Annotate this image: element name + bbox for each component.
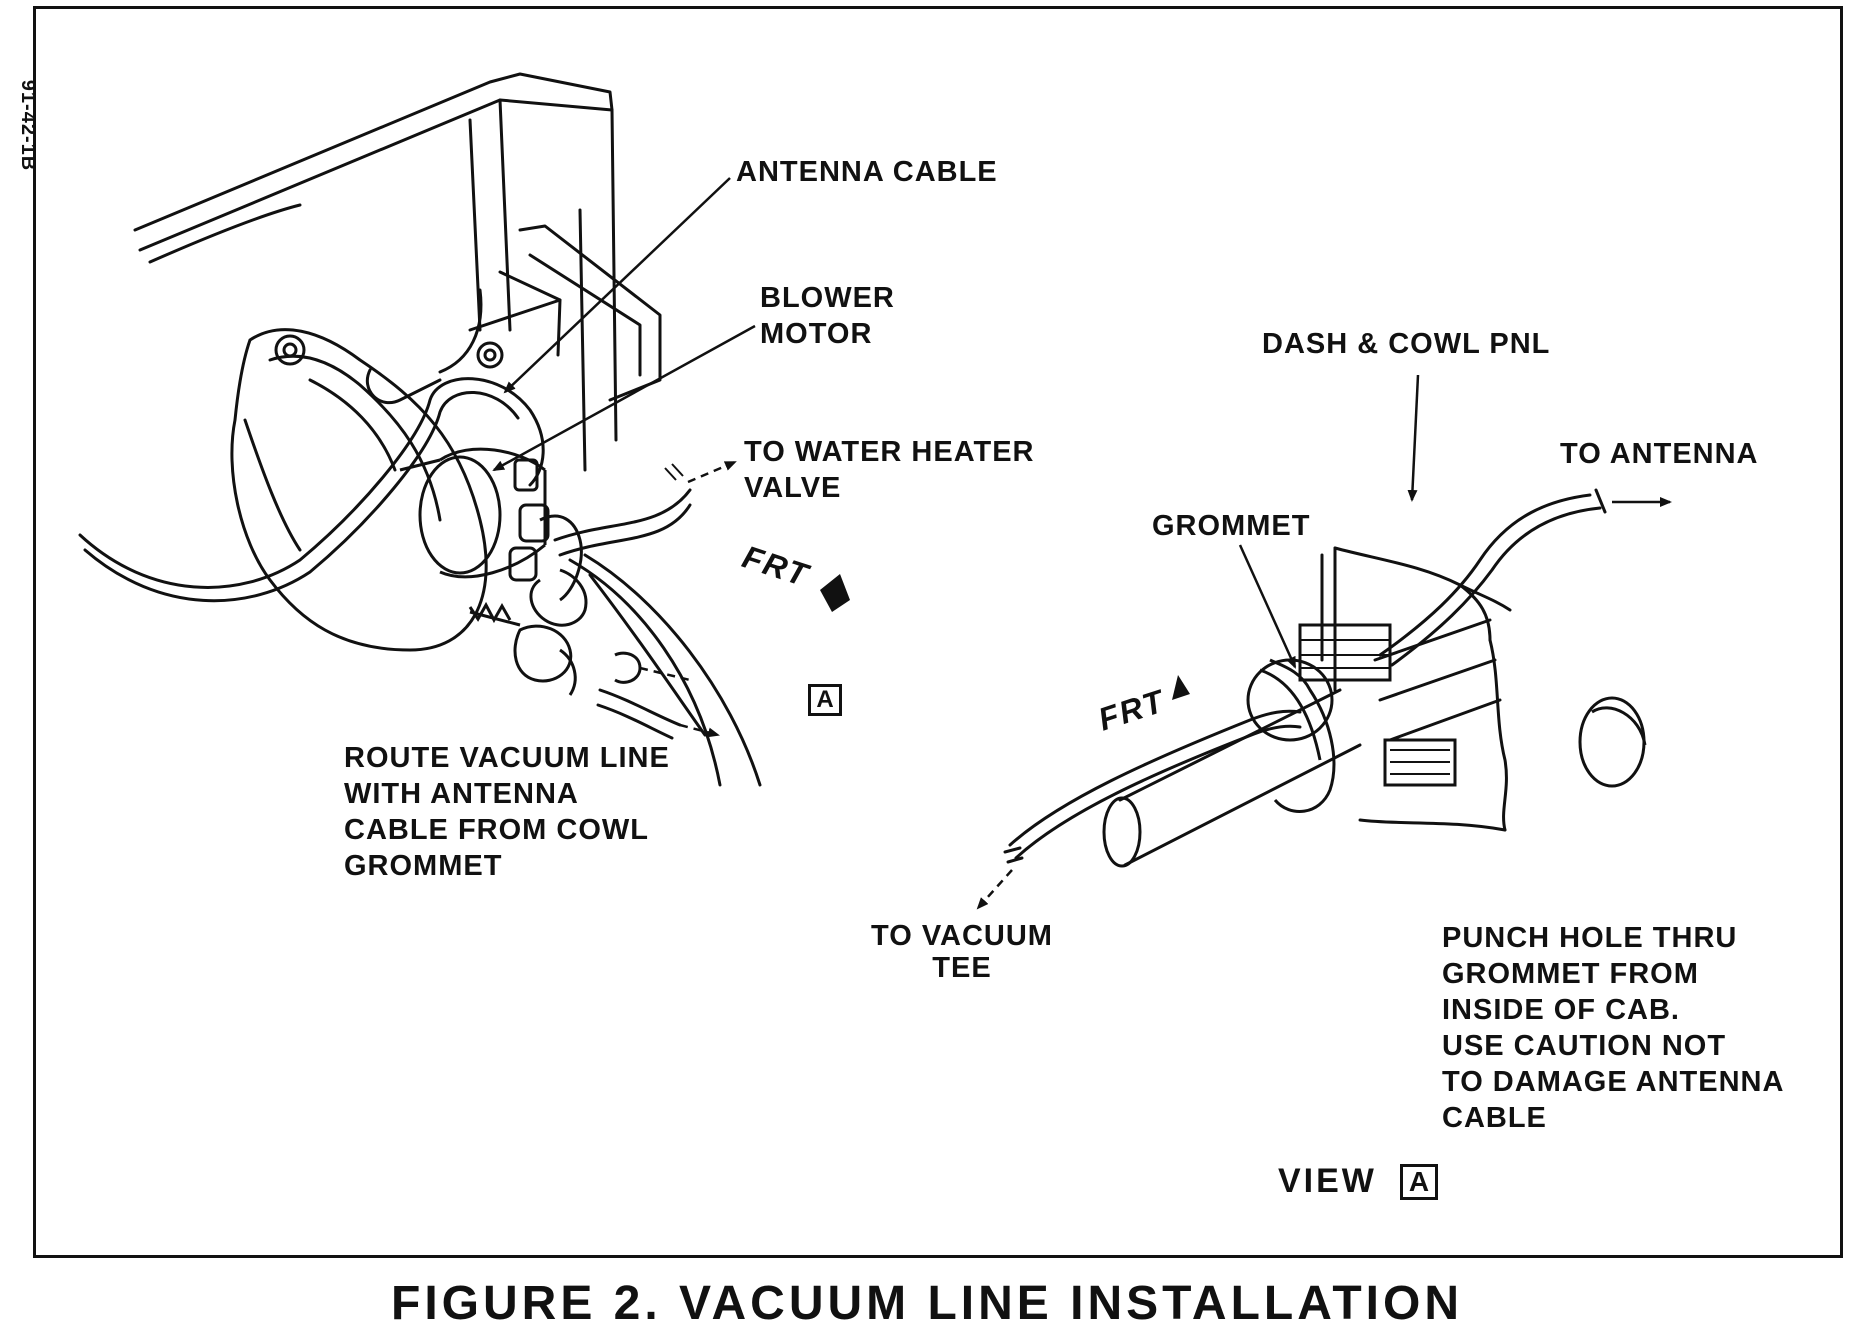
- dash-cowl-panel: [1320, 546, 1512, 832]
- label-blower-motor-line1: BLOWER: [760, 282, 895, 314]
- access-plug: [1578, 696, 1647, 788]
- antenna-cable-right: [1378, 488, 1607, 667]
- route-note-line: CABLE FROM COWL: [344, 814, 649, 846]
- view-a-caption: VIEW: [1278, 1162, 1377, 1201]
- punch-note-line: TO DAMAGE ANTENNA: [1442, 1066, 1785, 1098]
- label-water-heater-line2: VALVE: [744, 472, 842, 504]
- punch-note-line: CABLE: [1442, 1102, 1547, 1134]
- view-ref-left: A: [808, 684, 842, 716]
- view-label-text: VIEW: [1278, 1162, 1377, 1200]
- vacuum-hoses: [553, 488, 762, 787]
- view-ref-right: A: [1400, 1164, 1438, 1200]
- blower-housing: [230, 328, 504, 652]
- label-dash-cowl-panel: DASH & COWL PNL: [1262, 328, 1551, 360]
- vacuum-line-thin: [1003, 709, 1302, 864]
- vacuum-left-arrow: [679, 723, 720, 738]
- punch-note-line: PUNCH HOLE THRU: [1442, 922, 1738, 954]
- cowl-beam: [1373, 618, 1502, 742]
- frt-arrow-left-glyph: [820, 574, 850, 612]
- route-note-line: WITH ANTENNA: [344, 778, 579, 810]
- label-blower-motor-line2: MOTOR: [760, 318, 873, 350]
- label-to-antenna: TO ANTENNA: [1560, 438, 1759, 470]
- leaders-right: [1238, 374, 1420, 669]
- clip-dash: [639, 666, 691, 682]
- grommet: [1246, 623, 1457, 813]
- punch-note-line: USE CAUTION NOT: [1442, 1030, 1727, 1062]
- heater-housing: [133, 72, 662, 472]
- punch-note-line: INSIDE OF CAB.: [1442, 994, 1680, 1026]
- blower-motor: [399, 447, 547, 579]
- label-grommet: GROMMET: [1152, 510, 1311, 542]
- antenna-cable: [78, 377, 545, 603]
- label-water-heater-line1: TO WATER HEATER: [744, 436, 1035, 468]
- water-heater-arrow: [687, 460, 737, 484]
- label-to-vacuum-tee-line2: TEE: [932, 952, 992, 984]
- punch-note-line: GROMMET FROM: [1442, 958, 1699, 990]
- leaders-left: [492, 177, 756, 472]
- vacuum-tee-arrow: [976, 869, 1013, 910]
- label-to-vacuum-tee-line1: TO VACUUM: [871, 920, 1053, 952]
- figure-title: FIGURE 2. VACUUM LINE INSTALLATION: [391, 1277, 1463, 1330]
- figure-frame: [33, 6, 1843, 1258]
- hose-connectors: [468, 458, 642, 696]
- route-note-line: ROUTE VACUUM LINE: [344, 742, 670, 774]
- route-note-line: GROMMET: [344, 850, 503, 882]
- label-antenna-cable: ANTENNA CABLE: [736, 156, 998, 188]
- frt-arrow-right-glyph: [1172, 675, 1190, 700]
